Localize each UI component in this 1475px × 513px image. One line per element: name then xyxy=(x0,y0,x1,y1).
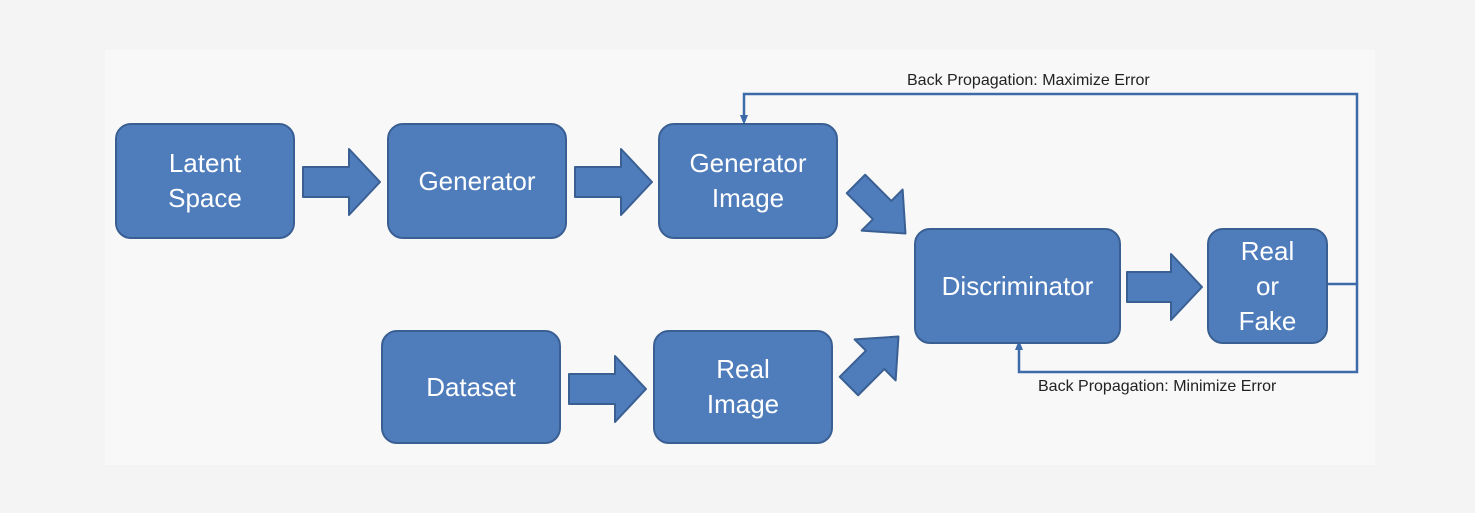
generator-image-node: Generator Image xyxy=(658,123,838,239)
discriminator-node: Discriminator xyxy=(914,228,1121,344)
arrow-generator-image-to-discriminator xyxy=(845,173,907,235)
arrow-generator-to-generator-image xyxy=(574,148,653,216)
real-image-node: Real Image xyxy=(653,330,833,444)
arrow-discriminator-to-real-or-fake xyxy=(1126,253,1203,321)
backprop-minimize-label: Back Propagation: Minimize Error xyxy=(1038,378,1277,395)
feedback-line-maximize xyxy=(740,92,1359,286)
generator-node: Generator xyxy=(387,123,567,239)
arrow-latent-to-generator xyxy=(302,148,381,216)
arrow-dataset-to-real-image xyxy=(568,355,647,423)
backprop-maximize-label: Back Propagation: Maximize Error xyxy=(907,72,1150,89)
real-or-fake-node: Real or Fake xyxy=(1207,228,1328,344)
dataset-node: Dataset xyxy=(381,330,561,444)
arrow-real-image-to-discriminator xyxy=(838,335,900,397)
feedback-line-minimize xyxy=(1015,284,1359,374)
latent-space-node: Latent Space xyxy=(115,123,295,239)
